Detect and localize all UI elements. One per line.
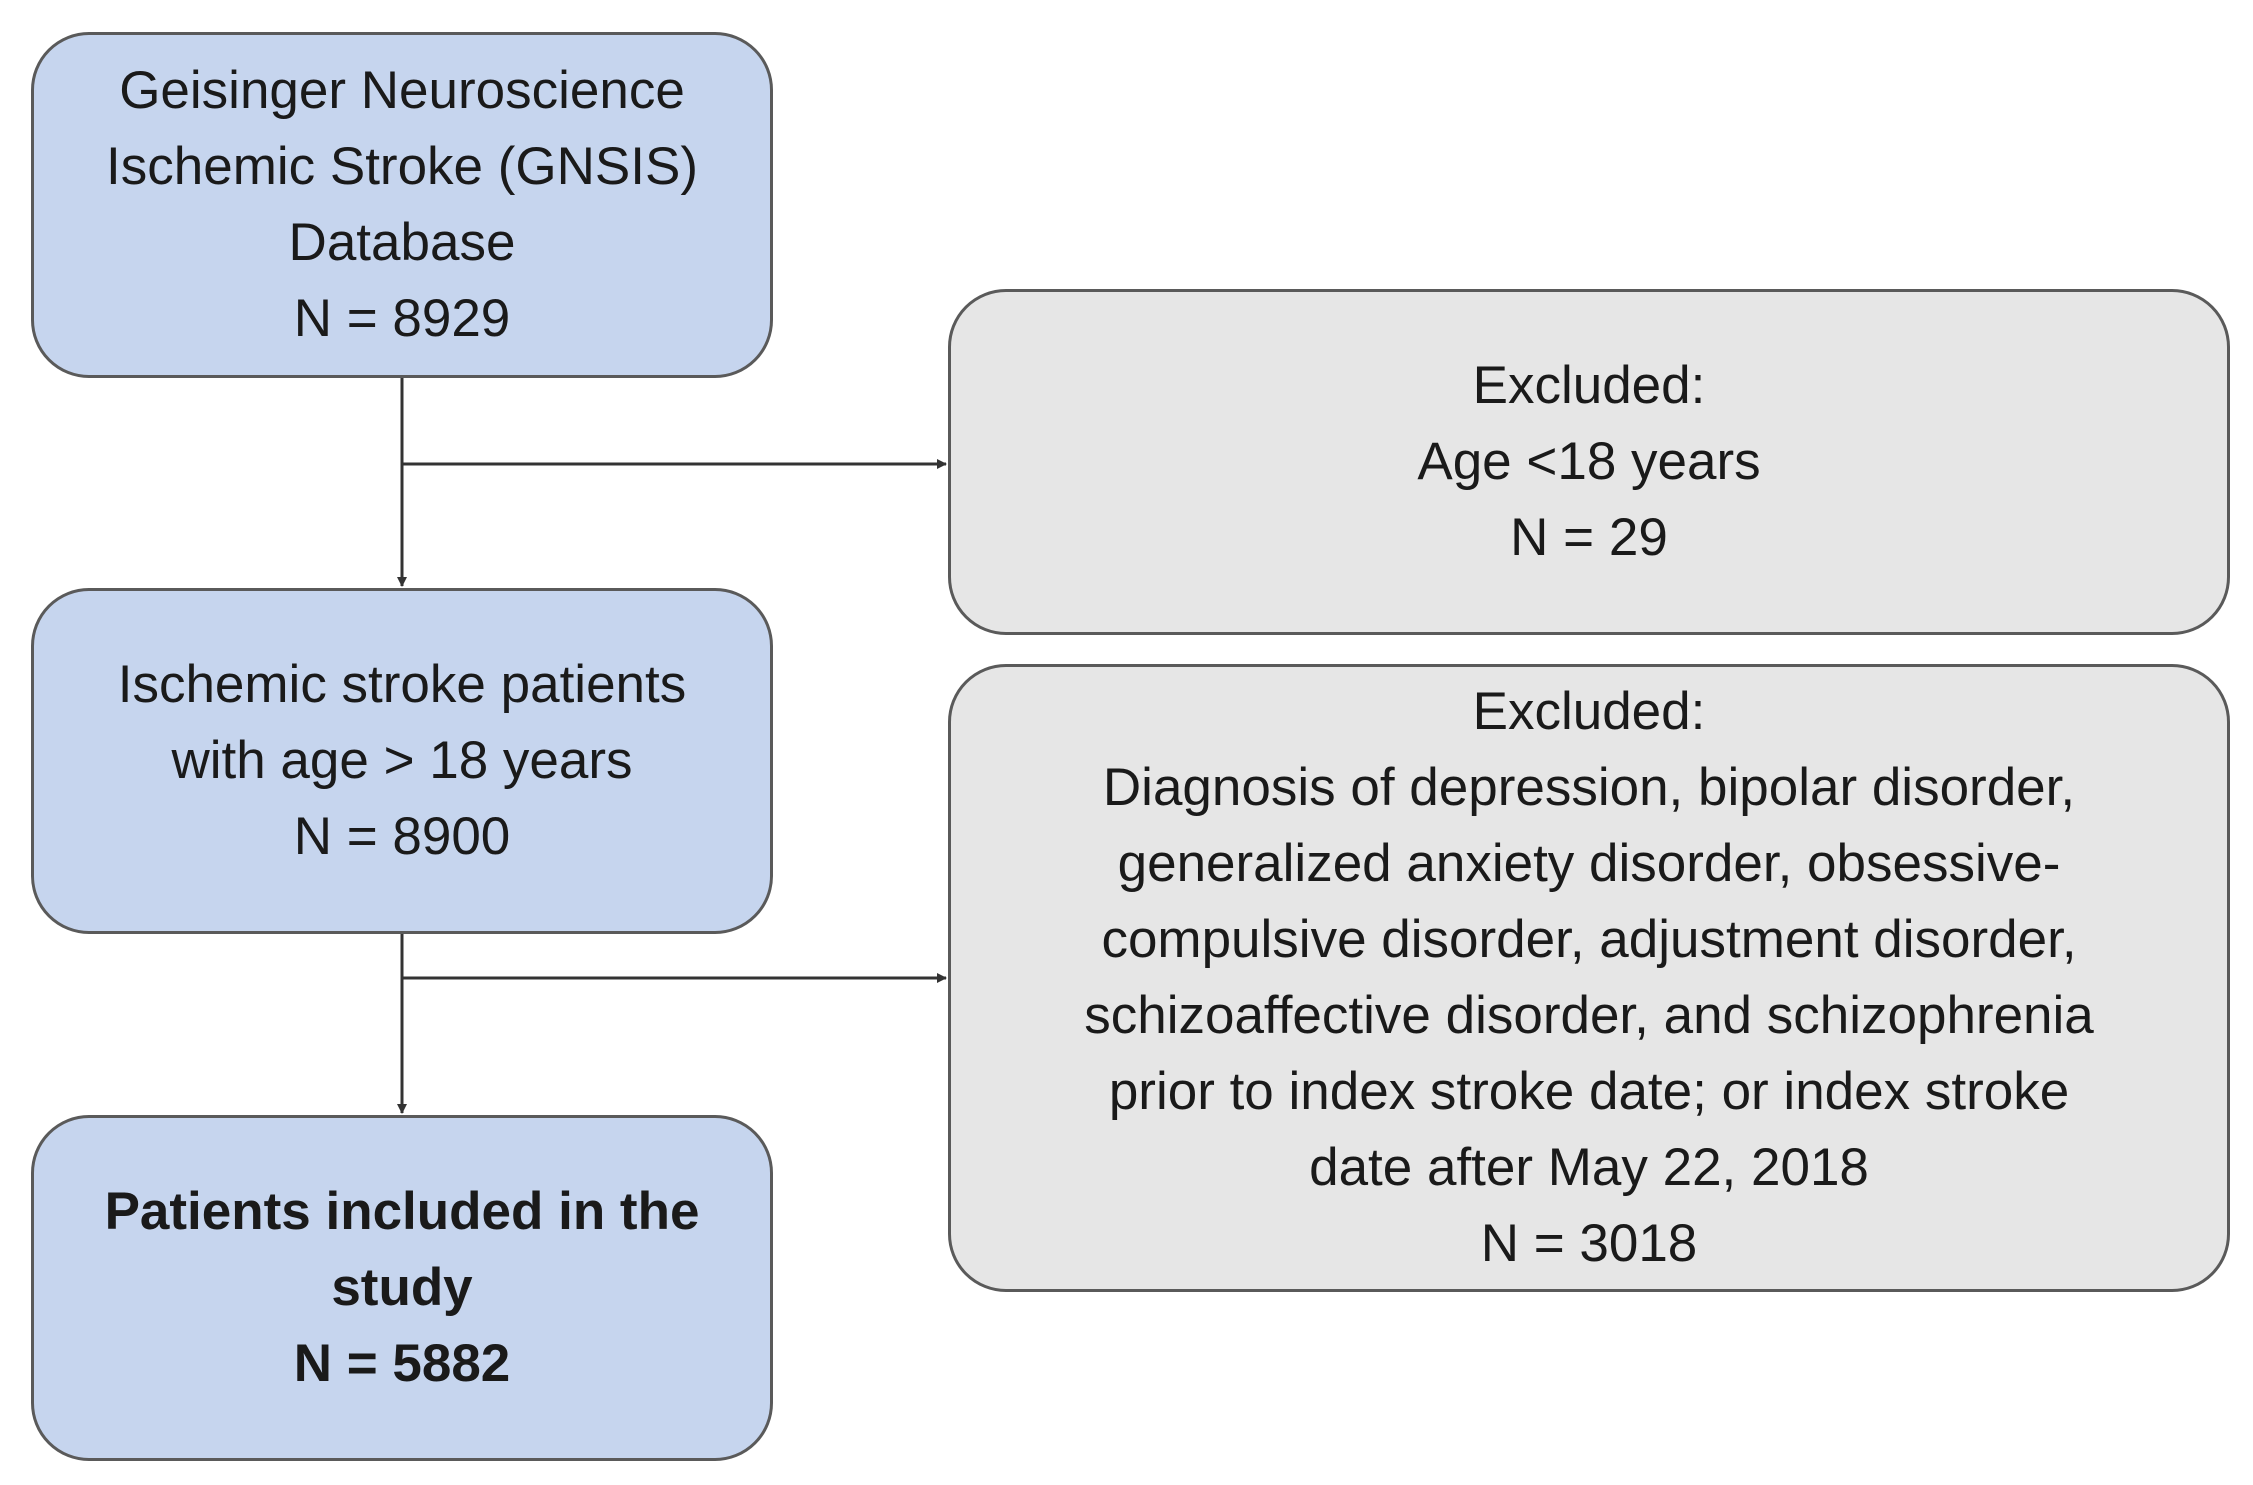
- excluded-age-criterion: Age <18 years: [1417, 432, 1761, 491]
- excluded-age-count: N = 29: [1510, 508, 1668, 567]
- excluded-diagnosis-criterion: compulsive disorder, adjustment disorder…: [1101, 910, 2077, 969]
- eligible-line: Ischemic stroke patients: [117, 655, 687, 714]
- eligible-line: with age > 18 years: [171, 731, 633, 790]
- eligible-count: N = 8900: [293, 807, 511, 866]
- excluded-diagnosis-criterion: Diagnosis of depression, bipolar disorde…: [1102, 758, 2076, 817]
- excluded-diagnosis-criterion: schizoaffective disorder, and schizophre…: [1084, 986, 2094, 1045]
- excluded-age-box: Excluded: Age <18 years N = 29: [948, 289, 2230, 635]
- excluded-diagnosis-box: Excluded: Diagnosis of depression, bipol…: [948, 664, 2230, 1292]
- excluded-diagnosis-criterion: date after May 22, 2018: [1309, 1138, 1869, 1197]
- excluded-age-heading: Excluded:: [1472, 356, 1706, 415]
- excluded-diagnosis-criterion: generalized anxiety disorder, obsessive-: [1117, 834, 2061, 893]
- database-box: Geisinger Neuroscience Ischemic Stroke (…: [31, 32, 773, 378]
- excluded-diagnosis-heading: Excluded:: [1472, 682, 1706, 741]
- included-count: N = 5882: [293, 1334, 511, 1393]
- database-line: Ischemic Stroke (GNSIS): [106, 137, 698, 196]
- database-line: Database: [288, 213, 516, 272]
- included-patients-box: Patients included in the study N = 5882: [31, 1115, 773, 1461]
- database-count: N = 8929: [293, 289, 511, 348]
- database-line: Geisinger Neuroscience: [119, 61, 685, 120]
- included-line: Patients included in the: [104, 1182, 700, 1241]
- excluded-diagnosis-criterion: prior to index stroke date; or index str…: [1108, 1062, 2070, 1121]
- eligible-patients-box: Ischemic stroke patients with age > 18 y…: [31, 588, 773, 934]
- included-line: study: [331, 1258, 473, 1317]
- excluded-diagnosis-count: N = 3018: [1480, 1214, 1698, 1273]
